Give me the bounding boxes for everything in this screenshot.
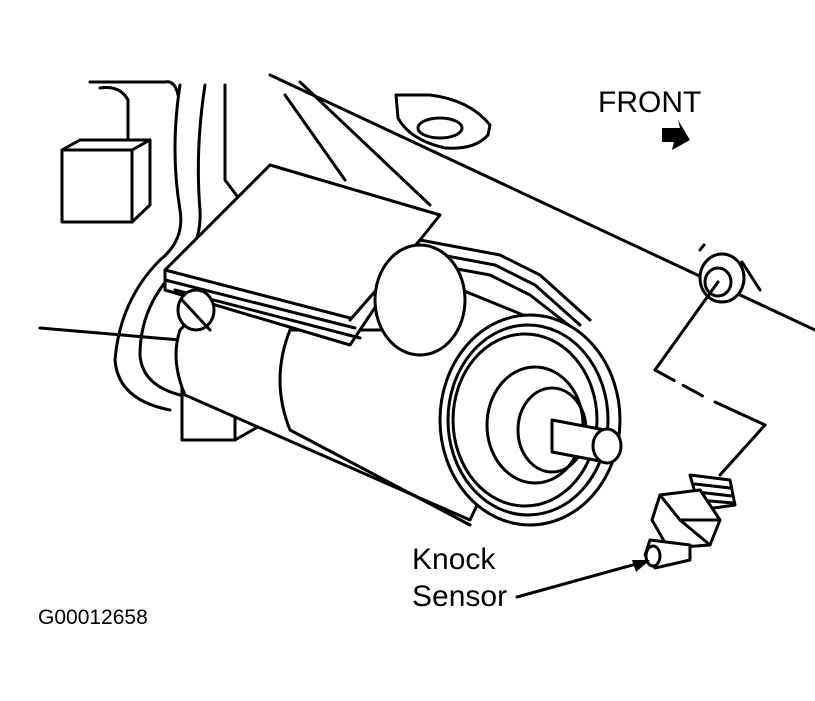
left-bracket xyxy=(60,86,152,224)
figure-code: G00012658 xyxy=(38,606,148,629)
knock-sensor-label-line1: Knock xyxy=(412,543,496,576)
mounting-boss xyxy=(394,93,492,150)
shaft xyxy=(550,418,623,465)
front-arrow-icon xyxy=(662,120,690,150)
install-leader xyxy=(653,280,767,477)
bracket-pin xyxy=(176,288,216,332)
front-label: FRONT xyxy=(598,86,702,119)
knock-sensor-part xyxy=(643,473,737,570)
knock-sensor-label-line2: Sensor xyxy=(412,580,508,613)
inner-gear xyxy=(373,243,467,357)
callout-arrow xyxy=(515,560,650,599)
end-cap xyxy=(438,313,622,527)
